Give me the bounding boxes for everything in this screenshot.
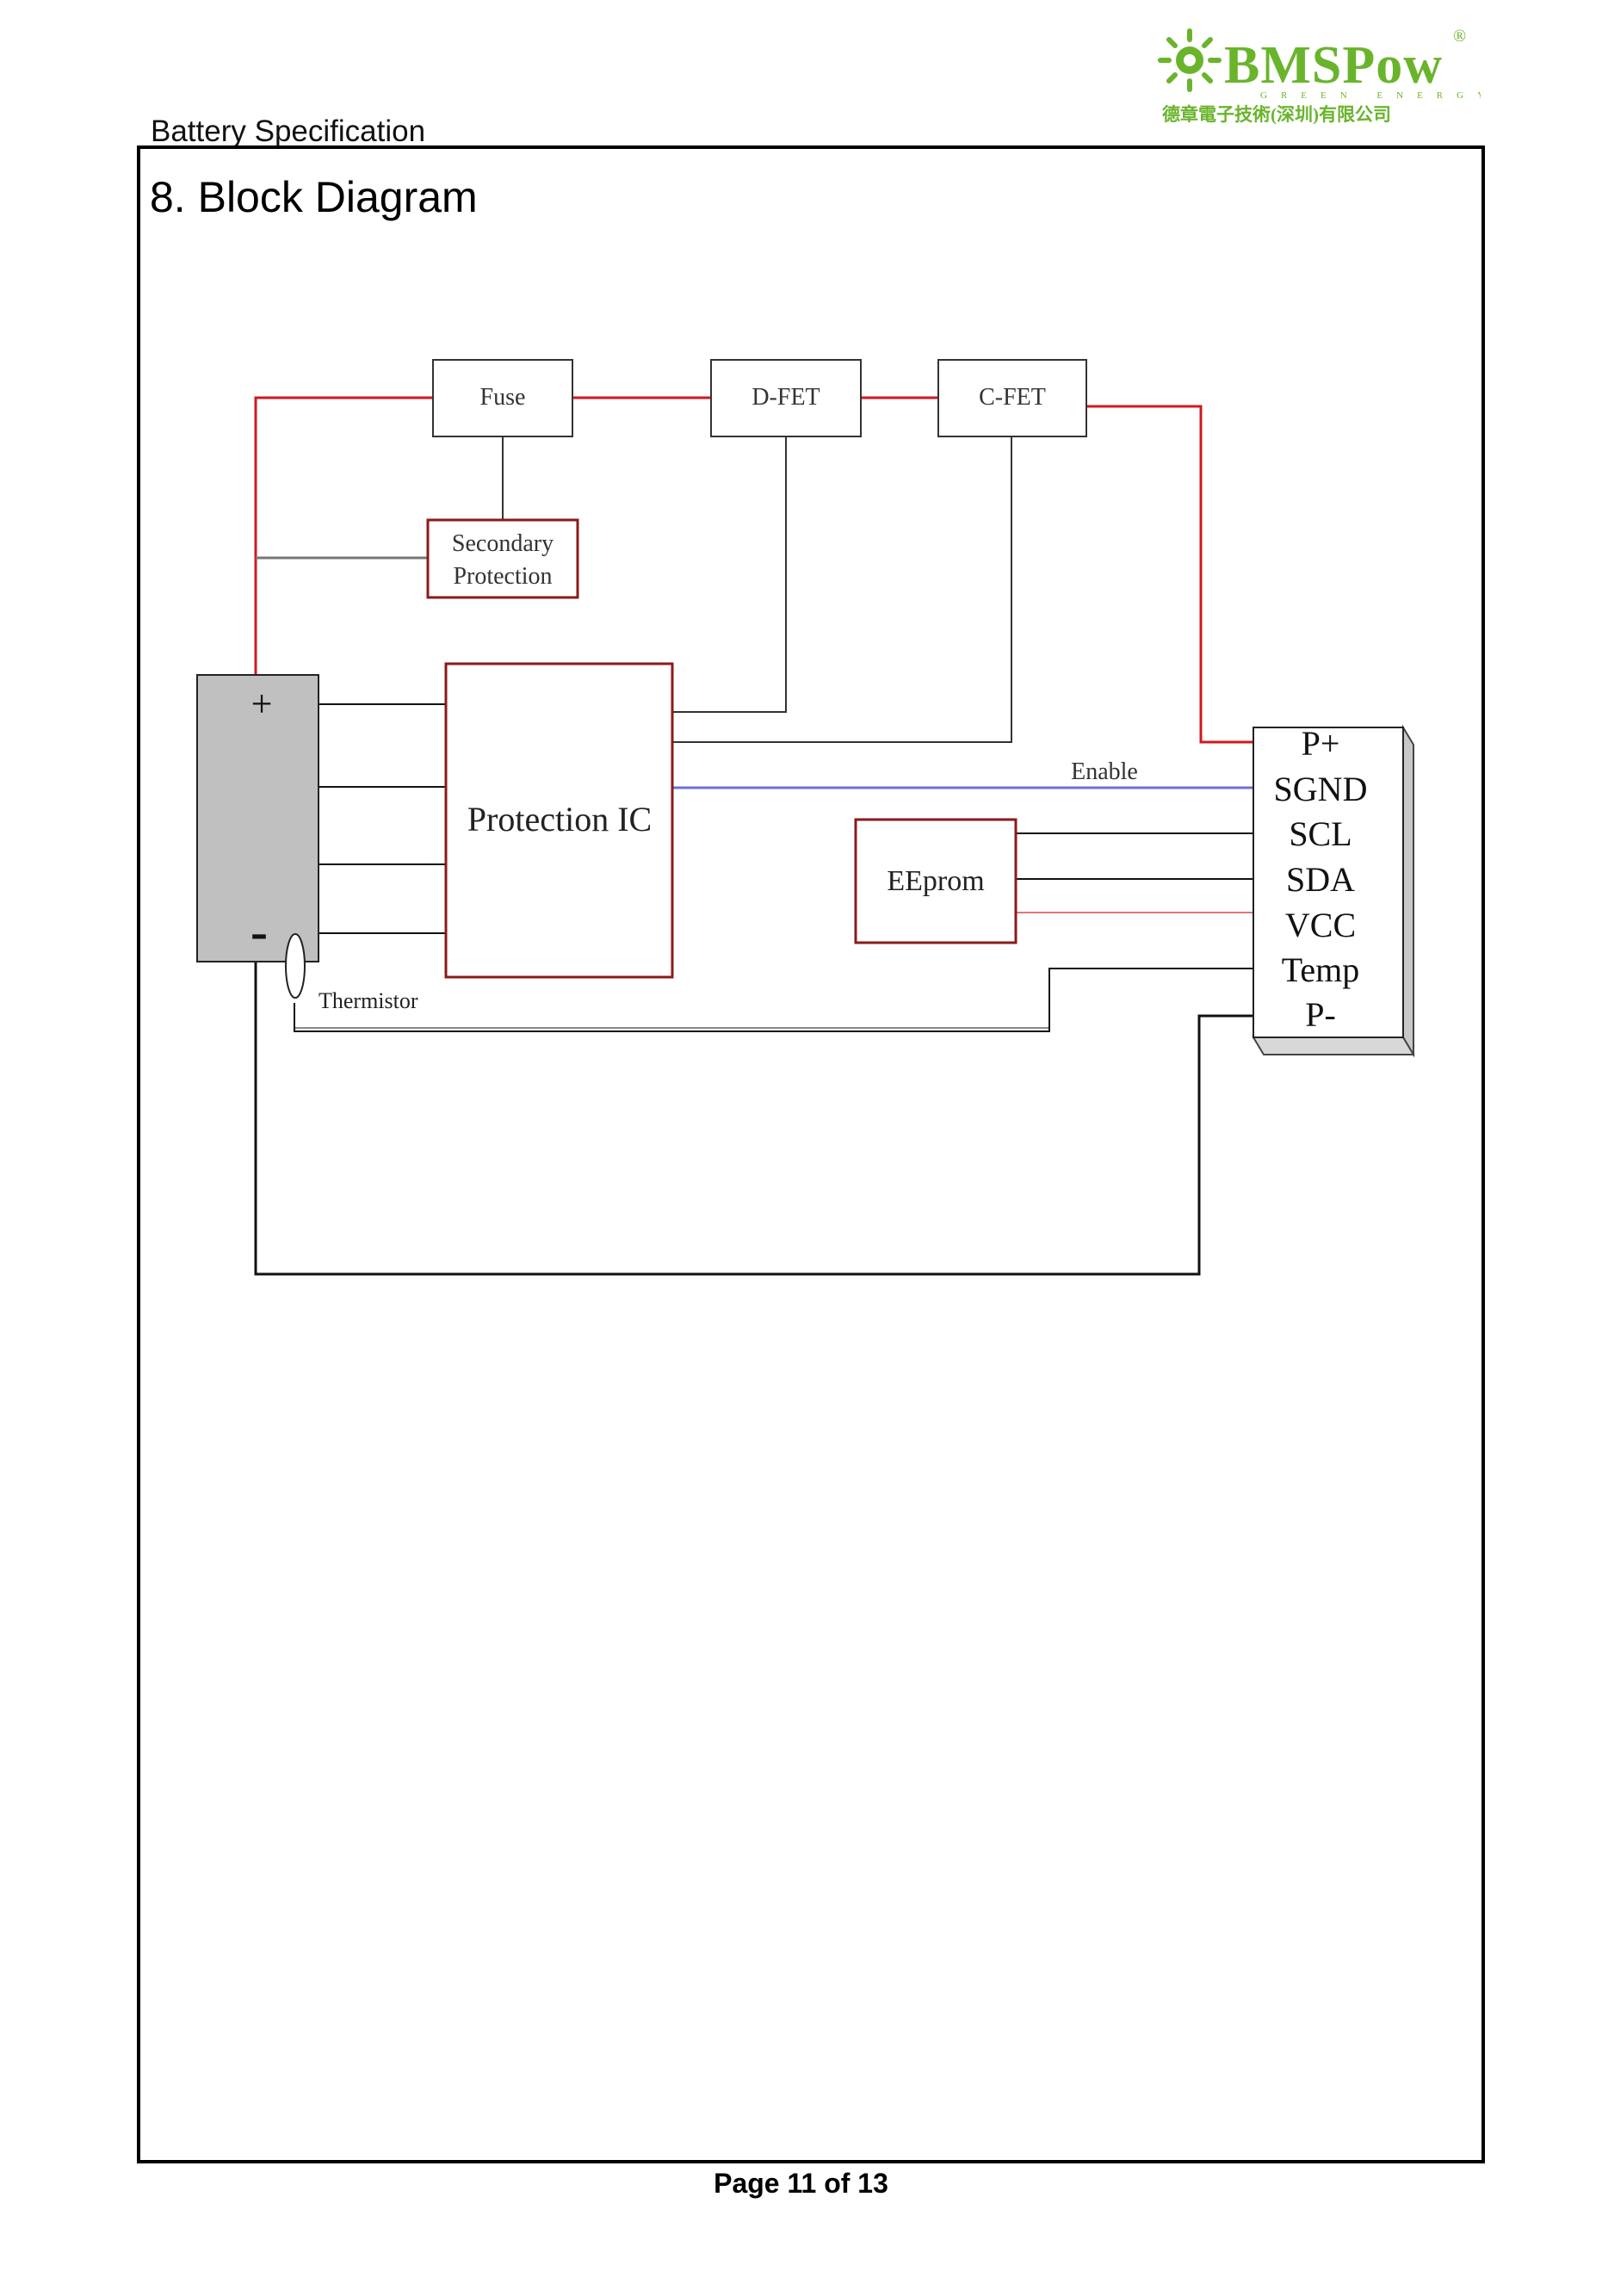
logo-company-name: 德章電子技術(深圳)有限公司 — [1162, 104, 1391, 125]
secondary-protection-line2: Protection — [453, 563, 552, 590]
battery-cell: + - — [196, 674, 319, 962]
pin-p-minus: P- — [1305, 995, 1336, 1034]
company-logo: BMSPow ® GREEN ENERGY 德章電子技術(深圳)有限公司 — [1158, 27, 1481, 125]
pack-connector: P+ SGND SCL SDA VCC Temp P- — [1252, 724, 1415, 1058]
pin-sgnd: SGND — [1274, 770, 1368, 808]
thermistor-label: Thermistor — [319, 988, 418, 1013]
power-path — [254, 396, 1253, 744]
pack-minus-line — [254, 962, 1253, 1276]
logo-tagline: GREEN ENERGY — [1260, 90, 1481, 101]
logo-brand: BMSPow — [1224, 36, 1443, 95]
dfet-gate-line — [672, 436, 787, 713]
thermistor-symbol — [285, 933, 306, 999]
cfet-block: C-FET — [937, 359, 1087, 437]
fuse-label: Fuse — [480, 384, 526, 411]
eeprom-block: EEprom — [854, 818, 1017, 944]
eeprom-lines — [1016, 832, 1253, 913]
pin-vcc: VCC — [1285, 906, 1356, 944]
cfet-gate-line — [672, 436, 1012, 743]
document-title: Battery Specification — [151, 114, 426, 148]
cfet-label: C-FET — [979, 384, 1046, 411]
pin-p-plus: P+ — [1302, 724, 1340, 763]
battery-minus: - — [251, 903, 268, 960]
section-title: 8. Block Diagram — [150, 173, 478, 221]
dfet-label: D-FET — [752, 384, 820, 411]
pin-scl: SCL — [1289, 814, 1351, 853]
dfet-block: D-FET — [710, 359, 862, 437]
battery-plus: + — [251, 683, 273, 725]
page-number: Page 11 of 13 — [714, 2168, 888, 2199]
pin-temp: Temp — [1282, 950, 1360, 989]
secondary-protection-block: Secondary Protection — [426, 518, 579, 599]
pin-sda: SDA — [1286, 860, 1355, 899]
secondary-protection-line1: Secondary — [452, 530, 554, 557]
enable-label: Enable — [1071, 758, 1138, 785]
eeprom-label: EEprom — [887, 865, 984, 897]
page-frame — [137, 145, 1485, 2163]
thermistor-line — [294, 968, 1253, 1032]
logo-registered-mark: ® — [1453, 27, 1466, 46]
protection-ic-block: Protection IC — [444, 662, 674, 979]
fuse-block: Fuse — [432, 359, 573, 437]
cell-tap-lines — [319, 703, 446, 934]
protection-ic-label: Protection IC — [467, 800, 652, 839]
sun-leaf-icon — [1158, 28, 1222, 92]
